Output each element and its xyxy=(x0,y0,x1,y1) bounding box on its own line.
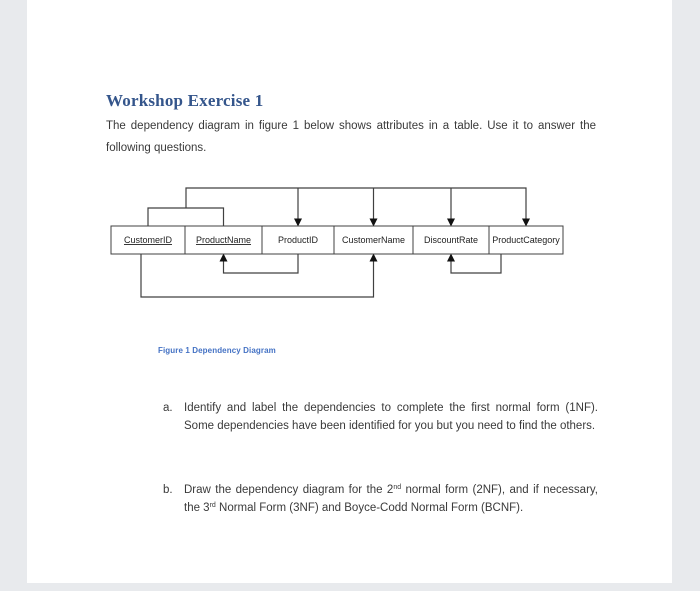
arrow-down-icon xyxy=(447,218,455,227)
superscript-nd: nd xyxy=(393,484,402,491)
dependency-diagram: CustomerID ProductName ProductID Custome… xyxy=(110,187,564,298)
document-page xyxy=(27,0,672,583)
field-label-customername: CustomerName xyxy=(342,235,405,245)
arrow-down-icon xyxy=(369,218,378,227)
question-b-text-2: normal form (2NF), and if necessary, the… xyxy=(184,484,598,514)
field-cell-customerid xyxy=(110,225,186,255)
question-b-text-3: Normal Form (3NF) and Boyce-Codd Normal … xyxy=(215,502,524,514)
field-label-productcategory: ProductCategory xyxy=(492,235,560,245)
superscript-rd: rd xyxy=(209,502,216,509)
list-marker-b: b. xyxy=(163,484,173,496)
composite-key-bracket xyxy=(147,207,225,226)
list-marker-a: a. xyxy=(163,402,173,414)
question-a-text: Identify and label the dependencies to c… xyxy=(184,402,598,432)
arrow-down-icon xyxy=(294,218,302,227)
question-a: a. Identify and label the dependencies t… xyxy=(163,399,598,435)
field-label-customerid: CustomerID xyxy=(124,235,173,245)
field-cell-discountrate xyxy=(412,225,490,255)
bottom-bracket-productid-productname xyxy=(222,254,299,274)
question-b-text-1: Draw the dependency diagram for the 2 xyxy=(184,484,394,496)
field-label-productname: ProductName xyxy=(196,235,251,245)
page-title: Workshop Exercise 1 xyxy=(106,91,264,110)
intro-paragraph: The dependency diagram in figure 1 below… xyxy=(106,120,596,154)
arrow-down-icon xyxy=(522,218,530,227)
field-label-productid: ProductID xyxy=(278,235,319,245)
bottom-line-customerid-customername xyxy=(140,254,375,298)
field-cell-customername xyxy=(333,225,414,255)
top-dependency-line xyxy=(185,187,527,225)
arrow-up-icon xyxy=(369,253,378,262)
bottom-bracket-productcategory-discountrate xyxy=(450,254,502,274)
figure-caption: Figure 1 Dependency Diagram xyxy=(158,346,276,355)
field-label-discountrate: DiscountRate xyxy=(424,235,478,245)
arrow-up-icon xyxy=(219,253,228,262)
question-b: b. Draw the dependency diagram for the 2… xyxy=(163,481,598,517)
field-cell-productcategory xyxy=(488,225,564,255)
arrow-up-icon xyxy=(447,253,455,262)
